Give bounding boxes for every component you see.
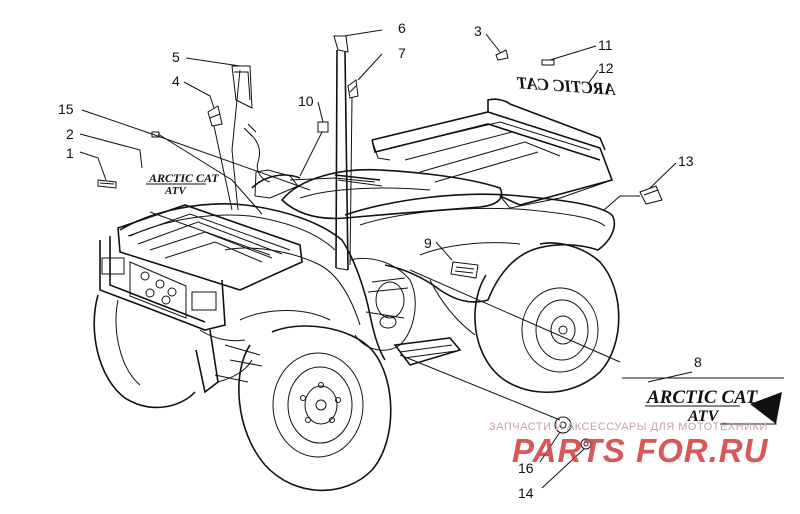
decal-14: [580, 438, 592, 450]
decal-6: [333, 35, 349, 53]
callout-8: 8: [694, 354, 702, 370]
decal-13: [639, 185, 663, 205]
decal-16: [554, 416, 572, 434]
decal-9: [450, 261, 479, 279]
callout-numbers: 1 2 3 4 5 6 7 8 9 10 11 12 13 14 15 16: [58, 20, 702, 501]
callout-3: 3: [474, 23, 482, 39]
callout-7: 7: [398, 45, 406, 61]
callout-12: 12: [598, 60, 614, 76]
watermark: ЗАПЧАСТИ И АКСЕССУАРЫ ДЛЯ МОТОТЕХНИКИ PA…: [489, 421, 769, 469]
brake-cable: [247, 131, 271, 183]
rear-wheel: [474, 242, 620, 394]
decal-8-line1: ARCTIC CAT: [646, 387, 759, 408]
callout-6: 6: [398, 20, 406, 36]
decal-11: [541, 59, 555, 66]
watermark-caption: ЗАПЧАСТИ И АКСЕССУАРЫ ДЛЯ МОТОТЕХНИКИ: [489, 421, 768, 433]
decal-8-brand: ARCTIC CAT ATV: [614, 376, 784, 425]
callout-1: 1: [66, 145, 74, 161]
callout-16: 16: [518, 460, 534, 476]
decal-12-text: ARCTIC CAT: [516, 73, 617, 99]
decal-12-mirrored: ARCTIC CAT: [516, 73, 617, 99]
callout-2: 2: [66, 126, 74, 142]
front-left-wheel: [238, 325, 392, 492]
decal-10: [317, 121, 329, 133]
decals: ARCTIC CAT ATV ARCTIC CAT ARCTIC CAT ATV: [97, 35, 784, 450]
decal-3: [495, 49, 509, 61]
front-right-wheel: [93, 294, 196, 409]
callout-11: 11: [598, 37, 613, 53]
atv-illustration: [93, 98, 620, 492]
callout-10: 10: [298, 93, 314, 109]
callout-13: 13: [678, 153, 694, 169]
decal-2-brand: ARCTIC CAT ATV: [141, 168, 219, 197]
callout-4: 4: [172, 73, 180, 89]
callout-15: 15: [58, 101, 74, 117]
watermark-logo: PARTS FOR.RU: [512, 432, 769, 469]
callout-5: 5: [172, 49, 180, 65]
front-bumper: [99, 236, 253, 394]
decal-8-line2: ATV: [687, 408, 720, 425]
front-rack: [117, 204, 303, 291]
leader-lines: [79, 29, 693, 489]
callout-9: 9: [424, 235, 432, 251]
callout-14: 14: [518, 485, 534, 501]
decal-2-line1: ARCTIC CAT: [148, 171, 219, 185]
rear-rack: [371, 98, 614, 209]
decal-2-line2: ATV: [164, 185, 187, 197]
